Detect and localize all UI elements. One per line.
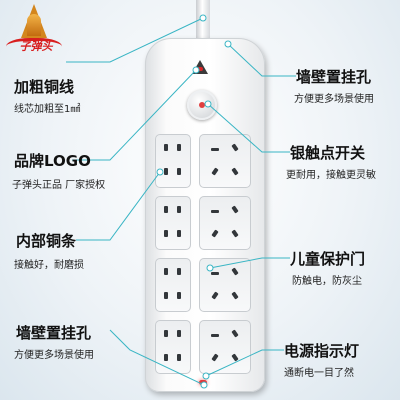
- callout-hang-bottom-title: 墙壁置挂孔: [16, 324, 92, 342]
- outlet-slot: [177, 292, 181, 299]
- outlet-slot: [164, 292, 168, 299]
- callout-cable-desc: 线芯加粗至1㎟: [14, 104, 81, 115]
- outlet-slot: [164, 144, 168, 151]
- leader-cable: [66, 17, 204, 63]
- outlet-slot: [177, 144, 181, 151]
- callout-logo-desc: 子弹头正品 厂家授权: [12, 180, 106, 191]
- callout-logo-title: 品牌LOGO: [14, 152, 91, 170]
- outlet-two-pin: [155, 134, 191, 188]
- power-strip: [145, 38, 265, 392]
- callout-hang-top-title: 墙壁置挂孔: [296, 68, 372, 86]
- callout-child-safety-desc: 防触电，防灰尘: [292, 276, 362, 287]
- callout-child-safety-title: 儿童保护门: [290, 250, 366, 268]
- outlet-three-pin: [199, 320, 251, 374]
- outlet-slot: [164, 206, 168, 213]
- outlet-slot: [177, 206, 181, 213]
- anchor-dot: [200, 381, 208, 389]
- anchor-dot: [204, 100, 212, 108]
- strip-brand-mark-dot: [197, 67, 203, 71]
- leader-hang-bottom: [109, 329, 205, 386]
- callout-indicator-desc: 通断电一目了然: [284, 368, 354, 379]
- outlet-slot: [177, 230, 181, 237]
- leader-indicator: [205, 349, 284, 377]
- anchor-dot: [206, 264, 214, 272]
- brand-logo: 子弹头: [4, 4, 64, 60]
- outlet-two-pin: [155, 196, 191, 250]
- leader-switch: [207, 103, 290, 153]
- leader-hang-top: [227, 43, 296, 77]
- power-switch[interactable]: [187, 90, 217, 120]
- outlet-slot: [211, 148, 219, 151]
- outlet-slot: [164, 330, 168, 337]
- logo-swoosh: [6, 38, 62, 55]
- outlet-slot: [164, 168, 168, 175]
- logo-bullet-highlight: [27, 14, 41, 36]
- leader-logo: [72, 69, 197, 161]
- callout-hang-bottom-desc: 方便更多场景使用: [14, 350, 94, 361]
- callout-indicator-title: 电源指示灯: [284, 342, 360, 360]
- anchor-dot: [199, 14, 207, 22]
- switch-light-icon: [199, 102, 205, 108]
- callout-copper-title: 内部铜条: [16, 232, 77, 250]
- anchor-dot: [202, 372, 210, 380]
- outlet-slot: [164, 230, 168, 237]
- callout-hang-top-desc: 方便更多场景使用: [294, 94, 374, 105]
- anchor-dot: [224, 40, 232, 48]
- callout-switch-desc: 更耐用，接触更灵敏: [286, 170, 376, 181]
- outlet-three-pin: [199, 196, 251, 250]
- outlet-slot: [177, 268, 181, 275]
- outlet-slot: [211, 334, 219, 337]
- logo-text: 子弹头: [19, 40, 53, 53]
- outlet-three-pin: [199, 134, 251, 188]
- anchor-dot: [192, 66, 200, 74]
- outlet-slot: [177, 354, 181, 361]
- callout-switch-title: 银触点开关: [290, 144, 366, 162]
- leader-child-safety: [209, 257, 290, 269]
- callout-copper-desc: 接触好，耐磨损: [14, 260, 84, 271]
- outlet-slot: [211, 272, 219, 275]
- anchor-dot: [156, 168, 164, 176]
- outlet-slot: [164, 268, 168, 275]
- outlet-slot: [164, 354, 168, 361]
- outlet-slot: [211, 210, 219, 213]
- leader-copper: [76, 171, 161, 241]
- callout-cable-title: 加粗铜线: [14, 78, 75, 96]
- outlet-slot: [177, 168, 181, 175]
- outlet-two-pin: [155, 258, 191, 312]
- outlet-slot: [177, 330, 181, 337]
- power-cable: [196, 0, 210, 48]
